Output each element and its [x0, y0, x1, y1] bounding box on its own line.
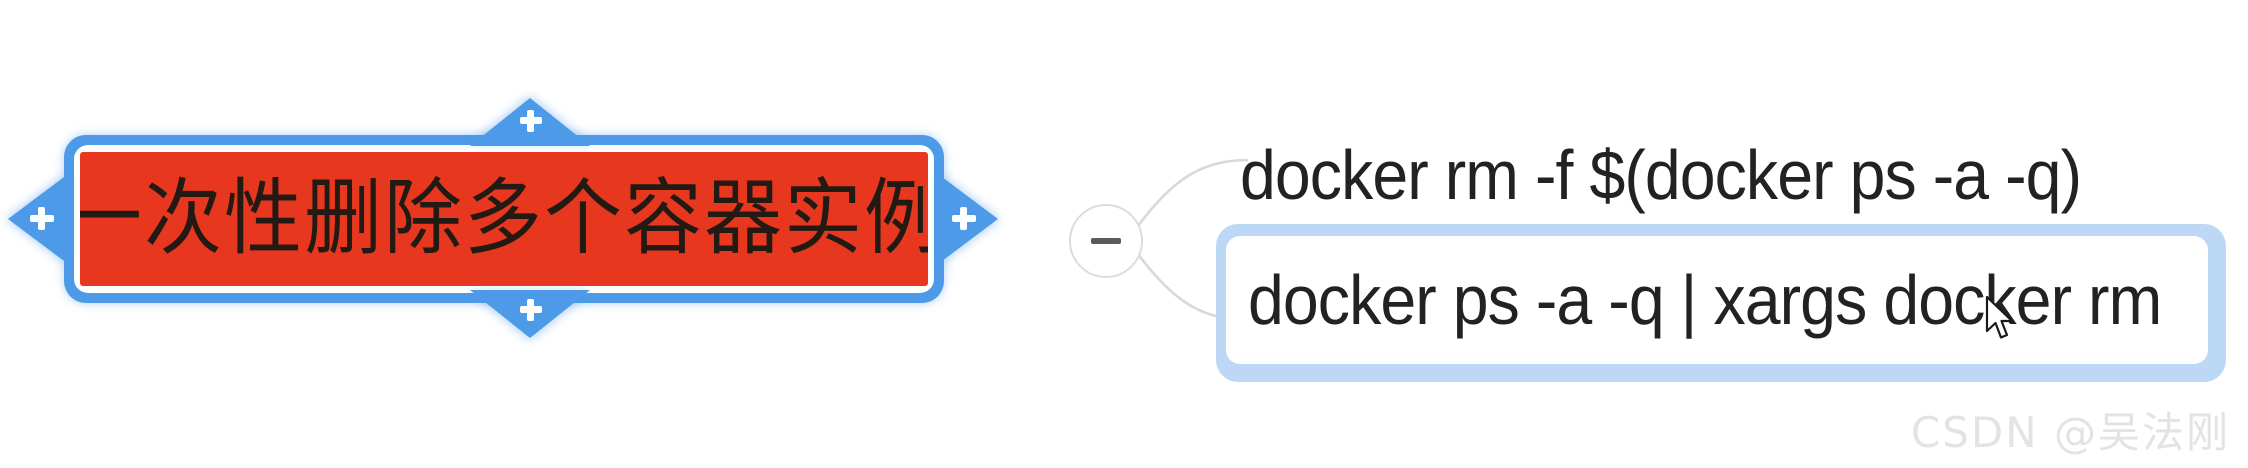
root-node[interactable]: 一次性删除多个容器实例 — [8, 98, 998, 338]
add-parent-left-handle[interactable] — [8, 174, 68, 264]
plus-icon — [470, 290, 590, 338]
child-node-2[interactable]: docker ps -a -q | xargs docker rm — [1216, 224, 2226, 382]
minus-icon — [1091, 238, 1121, 244]
child-node-2-inner[interactable]: docker ps -a -q | xargs docker rm — [1226, 236, 2208, 364]
plus-icon — [8, 174, 68, 264]
collapse-toggle-button[interactable] — [1069, 204, 1143, 278]
plus-icon — [470, 98, 590, 146]
root-node-body[interactable]: 一次性删除多个容器实例 — [80, 152, 928, 286]
plus-icon — [938, 174, 998, 264]
csdn-watermark: CSDN @吴法刚 — [1910, 408, 2230, 457]
add-sibling-above-handle[interactable] — [470, 98, 590, 146]
add-child-right-handle[interactable] — [938, 174, 998, 264]
child-node-1-label: docker rm -f $(docker ps -a -q) — [1240, 136, 2082, 214]
child-node-2-label: docker ps -a -q | xargs docker rm — [1248, 261, 2162, 339]
connector-to-child-1 — [1136, 158, 1249, 227]
child-node-1[interactable]: docker rm -f $(docker ps -a -q) — [1240, 136, 2154, 214]
add-sibling-below-handle[interactable] — [470, 290, 590, 338]
root-node-title: 一次性删除多个容器实例 — [80, 171, 928, 267]
